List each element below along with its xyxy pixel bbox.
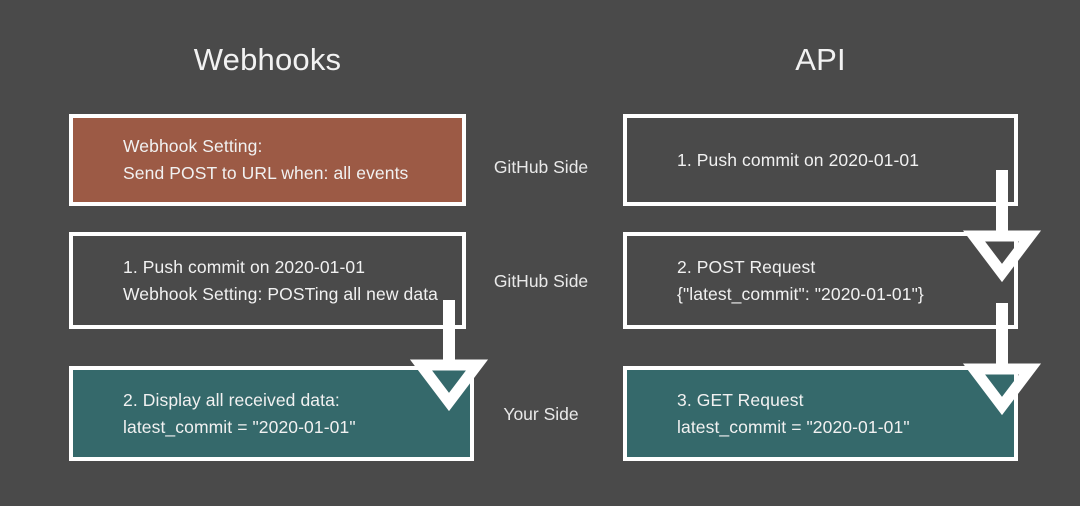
webhook-setting-box: Webhook Setting: Send POST to URL when: …: [69, 114, 466, 206]
column-title-api: API: [795, 42, 846, 77]
box-line: 2. Display all received data:: [123, 389, 340, 410]
box-line: {"latest_commit": "2020-01-01"}: [677, 283, 924, 304]
box-line: latest_commit = "2020-01-01": [677, 416, 910, 437]
webhook-display-data-box: 2. Display all received data: latest_com…: [69, 366, 474, 461]
webhook-push-commit-box: 1. Push commit on 2020-01-01 Webhook Set…: [69, 232, 466, 329]
side-label-github-side-1: GitHub Side: [493, 157, 589, 177]
box-line: Webhook Setting: POSTing all new data: [123, 283, 438, 304]
api-post-request-box: 2. POST Request {"latest_commit": "2020-…: [623, 232, 1018, 329]
api-push-commit-box: 1. Push commit on 2020-01-01: [623, 114, 1018, 206]
box-line: Webhook Setting:: [123, 136, 263, 156]
box-line: 3. GET Request: [677, 389, 804, 410]
column-title-webhooks: Webhooks: [193, 42, 342, 77]
side-label-github-side-2: GitHub Side: [493, 271, 589, 291]
box-line: latest_commit = "2020-01-01": [123, 416, 356, 437]
box-line: Send POST to URL when: all events: [123, 163, 409, 183]
side-label-your-side: Your Side: [503, 404, 579, 424]
box-line: 2. POST Request: [677, 256, 816, 277]
api-get-request-box: 3. GET Request latest_commit = "2020-01-…: [623, 366, 1018, 461]
box-line: 1. Push commit on 2020-01-01: [677, 149, 920, 170]
box-line: 1. Push commit on 2020-01-01: [123, 256, 366, 277]
